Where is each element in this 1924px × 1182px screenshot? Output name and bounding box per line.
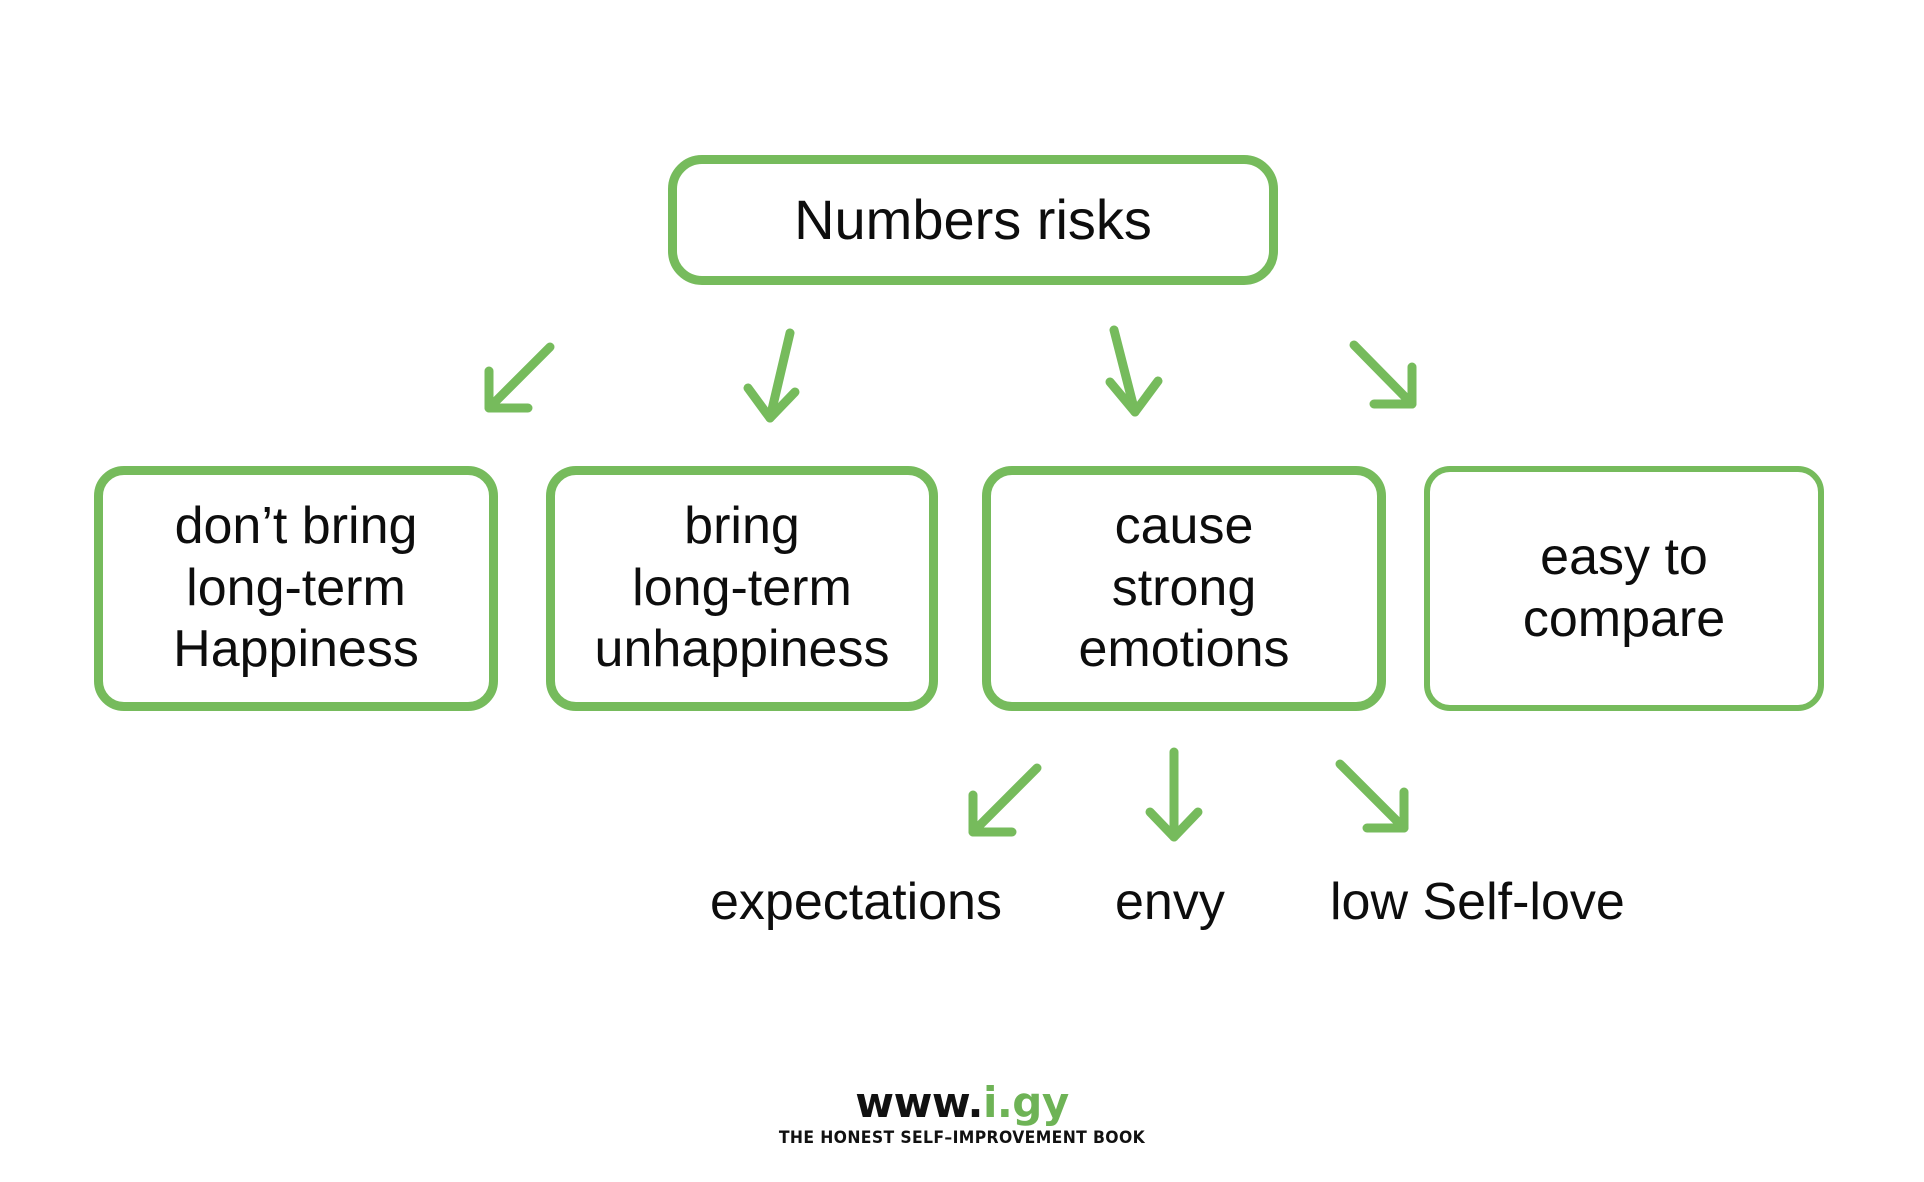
brand-tagline: THE HONEST SELF–IMPROVEMENT BOOK: [778, 1128, 1146, 1148]
arrow-root-to-box4: [1349, 340, 1417, 409]
node-numbers-risks[interactable]: Numbers risks: [668, 155, 1278, 285]
node-dont-bring-long-term-happiness[interactable]: don’t bring long-term Happiness: [94, 466, 498, 711]
brand-url-www: www.: [855, 1078, 983, 1127]
arrow-box3-to-expectations: [968, 763, 1042, 837]
node-bring-long-term-unhappiness[interactable]: bring long-term unhappiness: [546, 466, 938, 711]
brand-url-igy: i.gy: [982, 1078, 1069, 1127]
label-low-self-love: low Self-love: [1330, 873, 1625, 931]
label-envy: envy: [1115, 873, 1225, 931]
arrow-root-to-box1: [484, 342, 555, 413]
arrow-root-to-box2: [743, 328, 800, 423]
arrow-box3-to-selflove: [1335, 759, 1409, 833]
footer-brand: www.i.gy THE HONEST SELF–IMPROVEMENT BOO…: [0, 1082, 1924, 1147]
arrow-box3-to-envy: [1145, 747, 1203, 842]
node-cause-strong-emotions[interactable]: cause strong emotions: [982, 466, 1386, 711]
label-expectations: expectations: [710, 873, 1002, 931]
arrow-root-to-box3: [1105, 325, 1163, 417]
node-easy-to-compare[interactable]: easy to compare: [1424, 466, 1824, 711]
brand-url: www.i.gy: [0, 1082, 1924, 1124]
